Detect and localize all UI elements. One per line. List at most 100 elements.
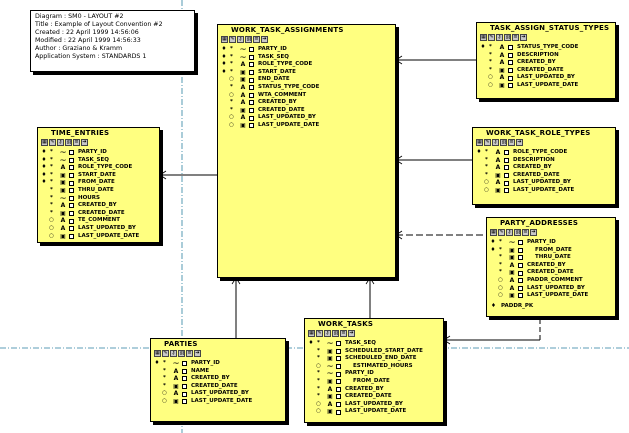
attribute-row[interactable]: ○▣LAST_UPDATE_DATE: [473, 187, 615, 195]
link-icon[interactable]: ⛓: [245, 36, 252, 43]
attribute-row[interactable]: ♦*▣FROM_DATE: [487, 247, 615, 255]
attribute-row[interactable]: *▣THRU_DATE: [38, 187, 159, 195]
table-icon[interactable]: ▦: [308, 330, 315, 337]
arrow-icon[interactable]: ➔: [194, 350, 201, 357]
list-icon[interactable]: ≡: [508, 139, 515, 146]
pen-icon[interactable]: ✎: [498, 229, 505, 236]
attribute-row[interactable]: ○▣END_DATE: [218, 76, 395, 84]
attribute-row[interactable]: ○▣LAST_UPDATE_DATE: [487, 292, 615, 300]
link-icon[interactable]: ⛓: [65, 139, 72, 146]
pen-icon[interactable]: ✎: [229, 36, 236, 43]
pen-icon[interactable]: ✎: [162, 350, 169, 357]
key-icon[interactable]: ⚷: [324, 330, 331, 337]
attribute-row[interactable]: ○▣LAST_UPDATE_DATE: [151, 398, 285, 406]
attribute-row[interactable]: ○⁓ESTIMATED_HOURS: [305, 363, 443, 371]
attribute-row[interactable]: *▣CREATED_DATE: [218, 107, 395, 115]
link-icon[interactable]: ⛓: [178, 350, 185, 357]
table-icon[interactable]: ▦: [490, 229, 497, 236]
attribute-row[interactable]: ♦*⁓PARTY_ID: [38, 149, 159, 157]
link-icon[interactable]: ⛓: [504, 34, 511, 41]
attribute-row[interactable]: *⁓HOURS: [38, 195, 159, 203]
pen-icon[interactable]: ✎: [316, 330, 323, 337]
entity-time-entries[interactable]: TIME_ENTRIES▦✎⚷⛓≡➔♦*⁓PARTY_ID♦*⁓TASK_SEQ…: [37, 127, 160, 243]
attribute-row[interactable]: *▣SCHEDULED_END_DATE: [305, 355, 443, 363]
attribute-row[interactable]: ○▣LAST_UPDATE_DATE: [218, 122, 395, 130]
key-icon[interactable]: ⚷: [506, 229, 513, 236]
primary-key-row[interactable]: ♦PADDR_PK: [487, 302, 615, 310]
list-icon[interactable]: ≡: [253, 36, 260, 43]
attribute-row[interactable]: ♦*⁓PARTY_ID: [487, 239, 615, 247]
attribute-row[interactable]: ○▣LAST_UPDATE_DATE: [305, 408, 443, 416]
list-icon[interactable]: ≡: [186, 350, 193, 357]
link-icon[interactable]: ⛓: [332, 330, 339, 337]
attribute-row[interactable]: ♦*⁓TASK_SEQ: [305, 340, 443, 348]
attribute-row[interactable]: ♦*⁓TASK_SEQ: [218, 54, 395, 62]
attribute-row[interactable]: *▣CREATED_DATE: [151, 383, 285, 391]
key-icon[interactable]: ⚷: [170, 350, 177, 357]
key-icon[interactable]: ⚷: [237, 36, 244, 43]
pen-icon[interactable]: ✎: [484, 139, 491, 146]
attribute-row[interactable]: ♦*⁓PARTY_ID: [151, 360, 285, 368]
list-icon[interactable]: ≡: [512, 34, 519, 41]
table-icon[interactable]: ▦: [154, 350, 161, 357]
pen-icon[interactable]: ✎: [488, 34, 495, 41]
arrow-icon[interactable]: ➔: [530, 229, 537, 236]
pen-icon[interactable]: ✎: [49, 139, 56, 146]
key-icon[interactable]: ⚷: [496, 34, 503, 41]
entity-party-addresses[interactable]: PARTY_ADDRESSES▦✎⚷⛓≡➔♦*⁓PARTY_ID♦*▣FROM_…: [486, 217, 616, 317]
attribute-row[interactable]: ♦*▣START_DATE: [38, 172, 159, 180]
arrow-icon[interactable]: ➔: [520, 34, 527, 41]
attribute-row[interactable]: ♦*▣START_DATE: [218, 69, 395, 77]
link-icon[interactable]: ⛓: [514, 229, 521, 236]
list-icon[interactable]: ≡: [73, 139, 80, 146]
attribute-row[interactable]: ♦*▣FROM_DATE: [38, 179, 159, 187]
arrow-icon[interactable]: ➔: [516, 139, 523, 146]
link-icon[interactable]: ⛓: [500, 139, 507, 146]
attribute-row[interactable]: *▣THRU_DATE: [487, 254, 615, 262]
table-icon[interactable]: ▦: [480, 34, 487, 41]
attribute-row[interactable]: *▣CREATED_DATE: [38, 210, 159, 218]
table-icon[interactable]: ▦: [41, 139, 48, 146]
attribute-row[interactable]: *▣FROM_DATE: [305, 378, 443, 386]
attribute-row[interactable]: ♦*⁓TASK_SEQ: [38, 157, 159, 165]
attribute-row[interactable]: *▣CREATED_DATE: [305, 393, 443, 401]
table-icon[interactable]: ▦: [476, 139, 483, 146]
attribute-row[interactable]: ○▣LAST_UPDATE_DATE: [38, 233, 159, 241]
attribute-row[interactable]: *▣CREATED_DATE: [473, 172, 615, 180]
attribute-row[interactable]: *⁓PARTY_ID: [305, 370, 443, 378]
attribute-row[interactable]: ○▣LAST_UPDATE_DATE: [477, 82, 615, 90]
key-icon[interactable]: ⚷: [57, 139, 64, 146]
arrow-icon[interactable]: ➔: [261, 36, 268, 43]
list-icon[interactable]: ≡: [340, 330, 347, 337]
table-icon[interactable]: ▦: [221, 36, 228, 43]
attribute-row[interactable]: *▣SCHEDULED_START_DATE: [305, 348, 443, 356]
attribute-row[interactable]: *▣CREATED_DATE: [487, 269, 615, 277]
arrow-icon[interactable]: ➔: [81, 139, 88, 146]
